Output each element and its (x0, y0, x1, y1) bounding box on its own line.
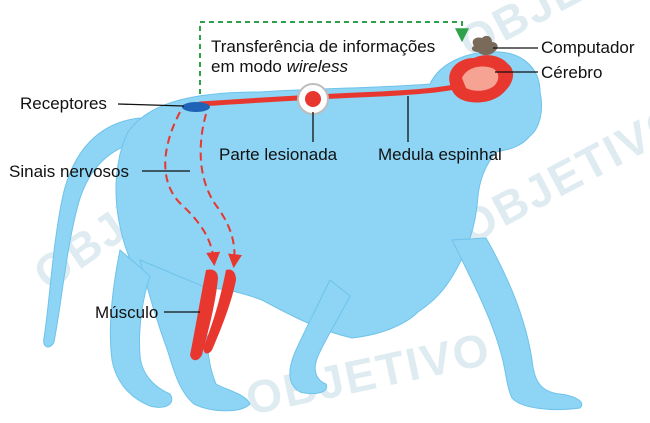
receptors-graphic (182, 102, 210, 112)
monkey-tail (43, 117, 147, 348)
computer-icon (471, 35, 498, 55)
label-nerve-signals: Sinais nervosos (9, 162, 129, 181)
label-muscle: Músculo (95, 303, 158, 322)
monkey-front-leg-behind (289, 279, 351, 395)
monkey-silhouette (43, 51, 583, 412)
brain-highlight (462, 66, 499, 91)
wireless-transfer-arrow (199, 21, 469, 94)
label-spinal-cord: Medula espinhal (378, 145, 502, 164)
spinal-cord (197, 83, 463, 107)
label-wireless-prefix: em modo (211, 57, 287, 76)
monkey-rear-leg-behind (109, 249, 173, 408)
label-wireless-line1: Transferência de informações (211, 37, 435, 56)
brain-graphic (449, 55, 514, 103)
muscle-graphic (190, 269, 236, 361)
nerve-signal-arrow-2 (199, 113, 242, 269)
label-receptors: Receptores (20, 94, 107, 113)
label-wireless-italic: wireless (287, 57, 349, 76)
label-brain: Cérebro (541, 63, 602, 82)
monkey-front-leg (451, 237, 583, 411)
leader-receptors (117, 103, 185, 107)
nerve-signal-arrow-1 (164, 111, 221, 267)
label-wireless-line2: em modo wireless (211, 57, 348, 76)
muscle-left (190, 269, 218, 361)
muscle-right (203, 269, 236, 354)
label-injured-part: Parte lesionada (219, 145, 338, 164)
injured-part-core (305, 91, 321, 107)
label-computer: Computador (541, 38, 635, 57)
leader-lines (117, 47, 538, 313)
watermark-text-bottom: OBJETIVO (241, 322, 495, 423)
injured-part-marker (297, 83, 329, 115)
